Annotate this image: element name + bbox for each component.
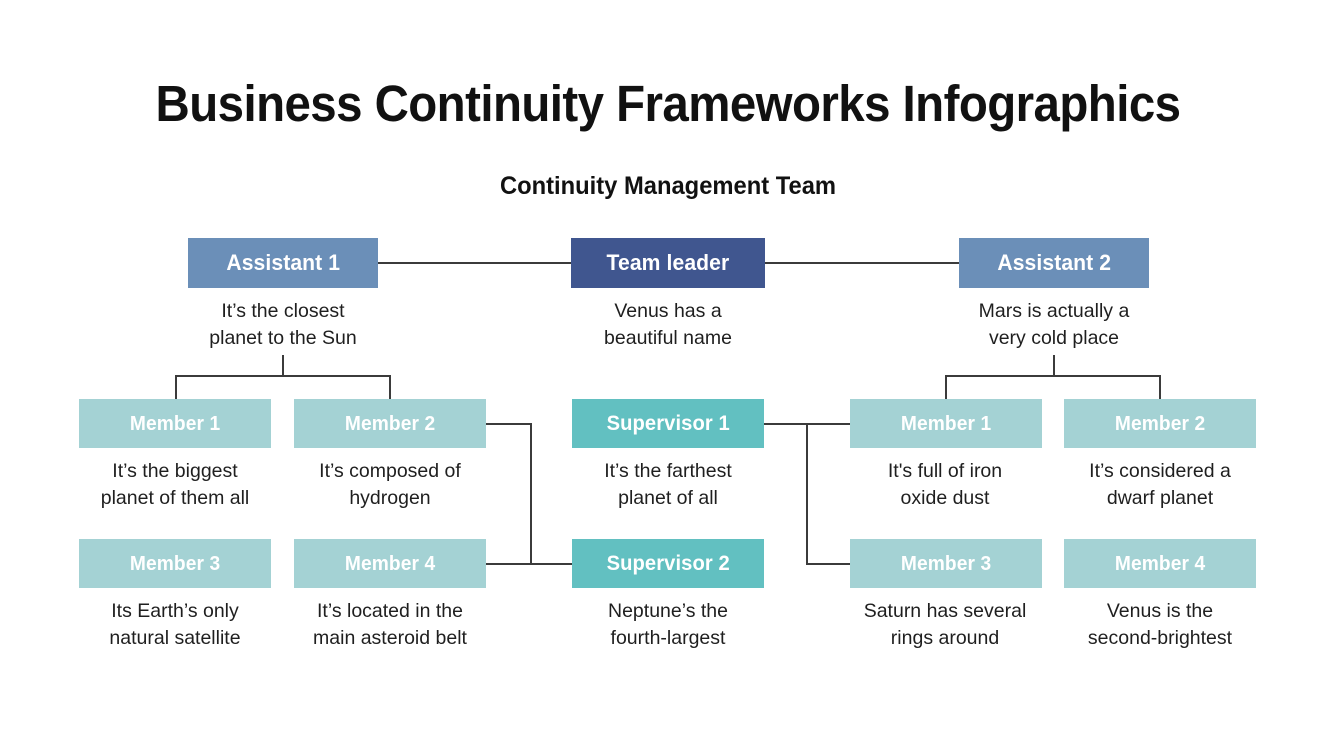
caption-line: Saturn has several: [863, 600, 1027, 622]
caption-line: Its Earth’s only: [111, 600, 239, 622]
caption-left-member-3: Its Earth’s only natural satellite: [52, 598, 298, 651]
caption-supervisor-2: Neptune’s the fourth-largest: [545, 598, 791, 651]
node-assistant-1[interactable]: Assistant 1: [188, 238, 378, 288]
caption-right-member-3: Saturn has several rings around: [822, 598, 1068, 651]
node-label: Assistant 1: [226, 250, 340, 275]
connector-left-member4-out: [486, 563, 532, 565]
connector-right-vertical: [806, 423, 808, 564]
node-right-member-3[interactable]: Member 3: [850, 539, 1042, 588]
caption-line: It’s the farthest: [604, 460, 732, 482]
node-supervisor-1[interactable]: Supervisor 1: [572, 399, 764, 448]
caption-line: It’s composed of: [319, 460, 461, 482]
node-label: Member 1: [900, 412, 992, 435]
caption-line: planet to the Sun: [209, 326, 357, 349]
node-left-member-3[interactable]: Member 3: [79, 539, 271, 588]
caption-line: It’s considered a: [1089, 460, 1231, 482]
node-right-member-2[interactable]: Member 2: [1064, 399, 1256, 448]
connector-bracket-left-member1: [175, 375, 177, 400]
caption-line: It’s located in the: [317, 600, 463, 622]
node-label: Supervisor 1: [606, 412, 730, 435]
connector-assistant2-stub: [1053, 355, 1055, 376]
node-left-member-1[interactable]: Member 1: [79, 399, 271, 448]
connector-assistant2-bracket: [945, 375, 1161, 377]
caption-left-member-1: It’s the biggest planet of them all: [52, 458, 298, 511]
connector-left-vertical: [530, 423, 532, 564]
node-label: Member 4: [344, 552, 436, 575]
node-right-member-4[interactable]: Member 4: [1064, 539, 1256, 588]
node-right-member-1[interactable]: Member 1: [850, 399, 1042, 448]
node-left-member-2[interactable]: Member 2: [294, 399, 486, 448]
caption-team-leader: Venus has a beautiful name: [545, 298, 791, 351]
node-team-leader[interactable]: Team leader: [571, 238, 765, 288]
connector-assistant1-stub: [282, 355, 284, 376]
node-label: Member 3: [129, 552, 221, 575]
connector-left-member2-out: [486, 423, 532, 425]
caption-right-member-1: It's full of iron oxide dust: [822, 458, 1068, 511]
connector-bracket-right-member2: [1159, 375, 1161, 400]
section-title: Continuity Management Team: [499, 172, 837, 200]
connector-assistant1-bracket: [175, 375, 391, 377]
caption-line: main asteroid belt: [313, 626, 467, 649]
node-label: Supervisor 2: [606, 552, 730, 575]
node-label: Member 4: [1114, 552, 1206, 575]
connector-left-into-supervisor2: [530, 563, 572, 565]
caption-line: dwarf planet: [1106, 486, 1214, 509]
connector-bracket-right-member1: [945, 375, 947, 400]
node-supervisor-2[interactable]: Supervisor 2: [572, 539, 764, 588]
caption-line: It’s the biggest: [112, 460, 238, 482]
connector-bracket-left-member2: [389, 375, 391, 400]
connector-teamleader-assistant2: [765, 262, 959, 264]
connector-right-into-member3: [806, 563, 850, 565]
caption-left-member-4: It’s located in the main asteroid belt: [267, 598, 513, 651]
caption-line: beautiful name: [604, 326, 732, 349]
node-left-member-4[interactable]: Member 4: [294, 539, 486, 588]
caption-assistant-1: It’s the closest planet to the Sun: [160, 298, 406, 351]
connector-assistant1-teamleader: [378, 262, 571, 264]
node-label: Assistant 2: [997, 250, 1111, 275]
caption-left-member-2: It’s composed of hydrogen: [267, 458, 513, 511]
caption-line: planet of all: [618, 486, 718, 509]
node-assistant-2[interactable]: Assistant 2: [959, 238, 1149, 288]
caption-line: Mars is actually a: [978, 300, 1130, 322]
page-title: Business Continuity Frameworks Infograph…: [155, 75, 1181, 132]
node-label: Member 2: [344, 412, 436, 435]
caption-line: hydrogen: [349, 486, 431, 509]
caption-supervisor-1: It’s the farthest planet of all: [545, 458, 791, 511]
caption-line: Venus is the: [1106, 600, 1214, 622]
caption-right-member-2: It’s considered a dwarf planet: [1037, 458, 1283, 511]
node-label: Member 1: [129, 412, 221, 435]
caption-right-member-4: Venus is the second-brightest: [1037, 598, 1283, 651]
caption-line: rings around: [890, 626, 1000, 649]
node-label: Team leader: [606, 250, 730, 275]
caption-line: fourth-largest: [610, 626, 726, 649]
caption-line: It’s the closest: [221, 300, 345, 322]
caption-line: natural satellite: [109, 626, 241, 649]
caption-line: very cold place: [988, 326, 1120, 349]
node-label: Member 2: [1114, 412, 1206, 435]
caption-line: oxide dust: [900, 486, 990, 509]
caption-line: It's full of iron: [887, 460, 1003, 482]
caption-line: Neptune’s the: [608, 600, 728, 622]
caption-line: Venus has a: [614, 300, 722, 322]
node-label: Member 3: [900, 552, 992, 575]
caption-line: planet of them all: [100, 486, 250, 509]
caption-line: second-brightest: [1087, 626, 1233, 649]
caption-assistant-2: Mars is actually a very cold place: [931, 298, 1177, 351]
